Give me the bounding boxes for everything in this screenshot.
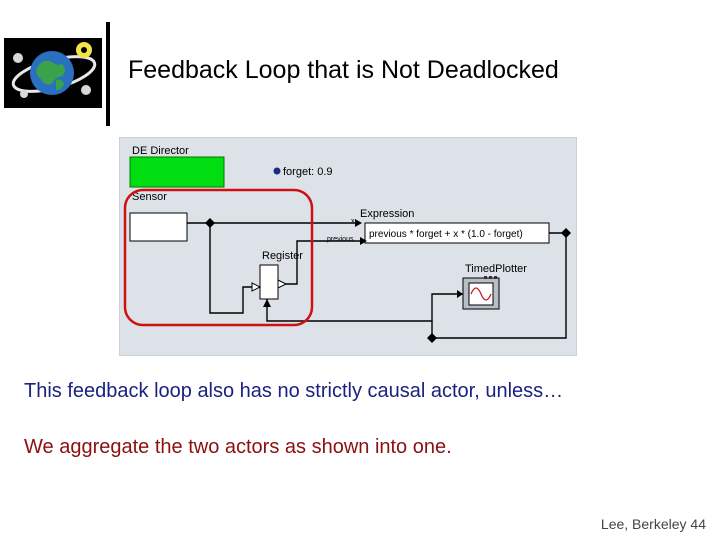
director-label: DE Director — [132, 145, 189, 157]
director-block — [129, 156, 225, 188]
port-x-label: x — [351, 218, 355, 225]
port-previous-label: previous — [327, 236, 354, 243]
globe-logo — [4, 38, 102, 108]
model-diagram: DE Director forget: 0.9 Sensor Expressio… — [118, 136, 578, 357]
param-icon — [273, 167, 281, 175]
register-block — [259, 264, 279, 300]
register-label: Register — [262, 250, 303, 262]
slide-title: Feedback Loop that is Not Deadlocked — [128, 56, 559, 84]
expression-label: Expression — [360, 208, 414, 220]
plotter-label: TimedPlotter — [465, 263, 527, 275]
body-line-2: We aggregate the two actors as shown int… — [24, 436, 452, 458]
expression-text: previous * forget + x * (1.0 - forget) — [369, 229, 523, 240]
sensor-label: Sensor — [132, 191, 167, 203]
footer-credit: Lee, Berkeley 44 — [600, 516, 706, 532]
body-line-1: This feedback loop also has no strictly … — [24, 380, 564, 402]
plotter-wave-icon — [470, 287, 492, 301]
param-label: forget: 0.9 — [283, 166, 333, 178]
sensor-block — [129, 212, 188, 242]
title-divider — [106, 22, 110, 126]
aggregation-highlight — [123, 188, 314, 327]
